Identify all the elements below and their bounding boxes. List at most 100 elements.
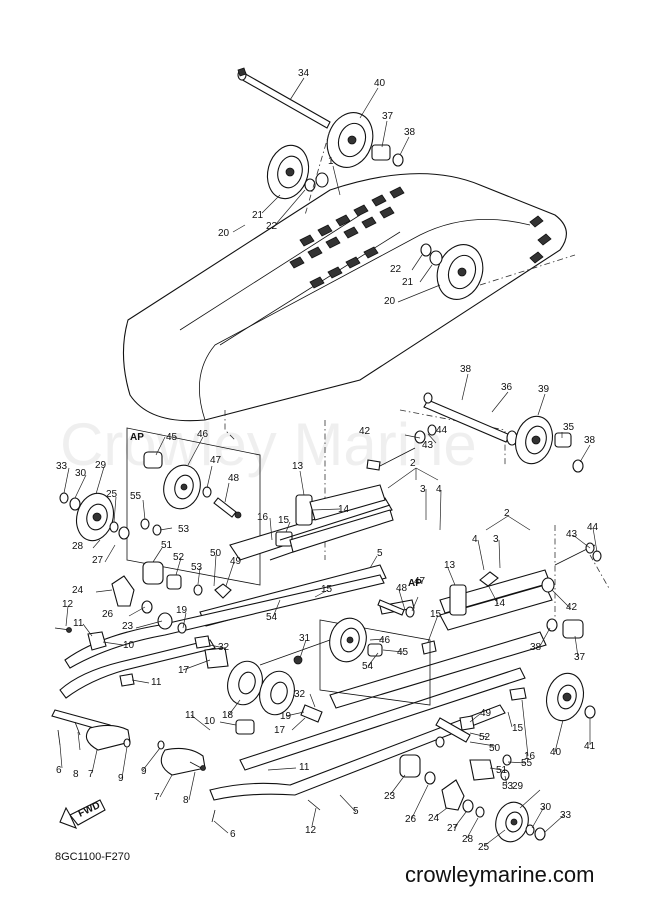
idler-wheel bbox=[326, 112, 374, 168]
callout-number: 50 bbox=[210, 548, 222, 559]
callout-number: 3 bbox=[420, 484, 426, 495]
callout-number: 48 bbox=[228, 473, 240, 484]
callout-number: 5 bbox=[353, 806, 359, 817]
callout-number: 12 bbox=[305, 825, 317, 836]
callout-number: 15 bbox=[430, 609, 442, 620]
callout-number: 47 bbox=[414, 576, 426, 587]
ap-inset-left: AP bbox=[126, 427, 261, 586]
ap-label-right: AP bbox=[408, 578, 422, 589]
callout-number: 15 bbox=[278, 515, 290, 526]
callout-number: 49 bbox=[230, 556, 242, 567]
callout-number: 23 bbox=[384, 791, 396, 802]
idler-wheel-right bbox=[420, 243, 484, 300]
callout-number: 37 bbox=[382, 111, 394, 122]
callout-number: 10 bbox=[123, 640, 135, 651]
callout-number: 28 bbox=[462, 834, 474, 845]
callout-number: 27 bbox=[92, 555, 104, 566]
watermark: Crowley Marine bbox=[60, 411, 477, 478]
callout-number: 30 bbox=[540, 802, 552, 813]
callout-number: 11 bbox=[73, 618, 84, 629]
spacer-collar bbox=[371, 144, 391, 161]
leader-lines bbox=[59, 77, 598, 847]
callout-number: 27 bbox=[447, 823, 459, 834]
callout-number: 43 bbox=[422, 440, 434, 451]
callout-number: 29 bbox=[512, 781, 524, 792]
callout-number: 43 bbox=[566, 529, 578, 540]
callout-number: 29 bbox=[95, 460, 107, 471]
callout-number: 44 bbox=[436, 425, 448, 436]
callout-number: 11 bbox=[151, 677, 162, 688]
callout-number: 21 bbox=[402, 277, 414, 288]
slide-rail-right bbox=[209, 569, 553, 801]
callout-number: 53 bbox=[178, 524, 190, 535]
callout-number: 44 bbox=[587, 522, 599, 533]
callout-number: 9 bbox=[118, 773, 124, 784]
callout-number: 54 bbox=[266, 612, 278, 623]
callout-number: 5 bbox=[377, 548, 383, 559]
callout-number: 38 bbox=[584, 435, 596, 446]
right-side-parts bbox=[399, 542, 602, 843]
callout-number: 19 bbox=[176, 605, 188, 616]
callout-number: 42 bbox=[566, 602, 578, 613]
callout-number: 33 bbox=[56, 461, 68, 472]
callout-number: 17 bbox=[274, 725, 286, 736]
callout-number: 46 bbox=[379, 635, 391, 646]
callout-number: 50 bbox=[489, 743, 501, 754]
callout-number: 6 bbox=[230, 829, 236, 840]
callout-number: 24 bbox=[72, 585, 84, 596]
callout-number: 22 bbox=[390, 264, 402, 275]
callout-number: 40 bbox=[550, 747, 562, 758]
callout-number: 12 bbox=[62, 599, 74, 610]
site-url: crowleymarine.com bbox=[405, 862, 595, 887]
callout-number: 32 bbox=[218, 642, 230, 653]
callout-number: 45 bbox=[166, 432, 178, 443]
callout-number: 45 bbox=[397, 647, 409, 658]
callout-number: 2 bbox=[410, 458, 416, 469]
callout-number: 19 bbox=[280, 711, 292, 722]
callout-number: 51 bbox=[161, 540, 173, 551]
callout-number: 36 bbox=[501, 382, 513, 393]
rear-axle-assembly bbox=[366, 392, 584, 473]
callout-number: 52 bbox=[479, 732, 491, 743]
wheel-assembly-left bbox=[59, 492, 162, 542]
callout-number: 9 bbox=[141, 766, 147, 777]
callout-number: 52 bbox=[173, 552, 185, 563]
callout-number: 26 bbox=[102, 609, 114, 620]
callout-number: 39 bbox=[538, 384, 550, 395]
callout-number: 53 bbox=[191, 562, 203, 573]
callout-number: 53 bbox=[502, 781, 514, 792]
callout-number: 14 bbox=[338, 504, 350, 515]
callout-number: 8 bbox=[183, 795, 189, 806]
callout-number: 21 bbox=[252, 210, 264, 221]
rear-axle-shaft bbox=[237, 67, 331, 129]
callout-number: 38 bbox=[530, 642, 542, 653]
callout-number: 40 bbox=[374, 78, 386, 89]
callout-number: 38 bbox=[404, 127, 416, 138]
callout-number: 16 bbox=[257, 512, 269, 523]
callout-number: 25 bbox=[478, 842, 490, 853]
callout-number: 35 bbox=[563, 422, 575, 433]
callout-number: 34 bbox=[298, 68, 310, 79]
callout-number: 4 bbox=[472, 534, 478, 545]
callout-number: 20 bbox=[218, 228, 230, 239]
callout-number: 3 bbox=[493, 534, 499, 545]
callout-number: 48 bbox=[396, 583, 408, 594]
callout-number: 49 bbox=[480, 708, 492, 719]
callout-number: 14 bbox=[494, 598, 506, 609]
callout-number: 25 bbox=[106, 489, 118, 500]
center-wheels bbox=[194, 635, 331, 735]
callout-number: 20 bbox=[384, 296, 396, 307]
callout-number: 18 bbox=[222, 710, 234, 721]
callout-number: 54 bbox=[362, 661, 374, 672]
callout-number: 11 bbox=[299, 762, 310, 773]
callout-number: 7 bbox=[154, 792, 160, 803]
callout-number: 13 bbox=[292, 461, 304, 472]
callout-number: 55 bbox=[130, 491, 142, 502]
callout-number: 28 bbox=[72, 541, 84, 552]
track-belt bbox=[122, 173, 567, 422]
bearing-washer bbox=[392, 153, 404, 167]
callout-number: 26 bbox=[405, 814, 417, 825]
callout-number: 1 bbox=[328, 156, 334, 167]
